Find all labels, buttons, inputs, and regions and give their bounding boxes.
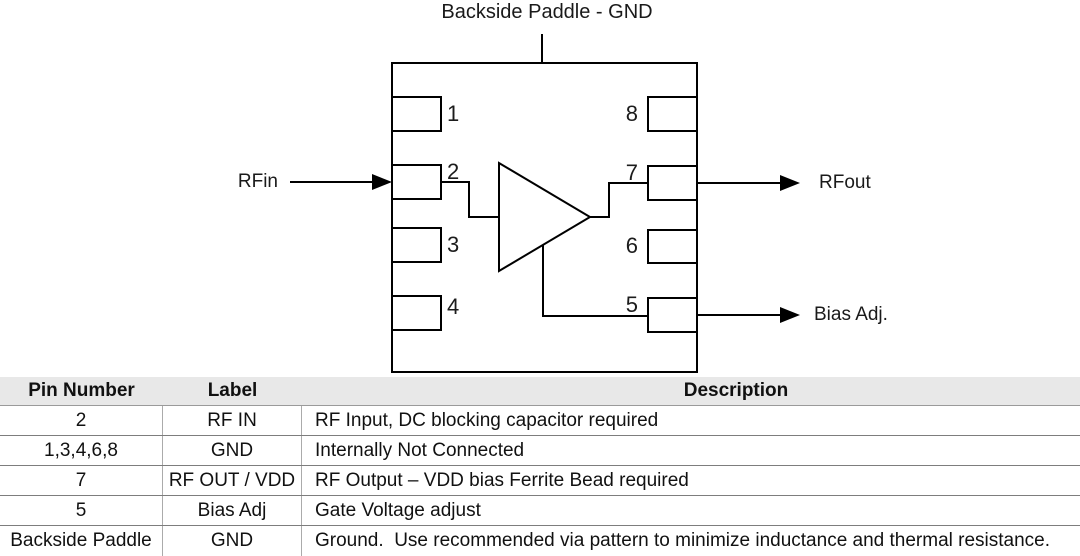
rfin-arrowhead-icon (372, 174, 392, 190)
table-row: 7 RF OUT / VDD RF Output – VDD bias Ferr… (0, 466, 1080, 496)
cell-pin-number: 2 (0, 406, 163, 435)
pin-1-pad (391, 96, 442, 132)
pin-4-number: 4 (447, 294, 460, 319)
header-label: Label (207, 380, 258, 401)
table-row: 2 RF IN RF Input, DC blocking capacitor … (0, 406, 1080, 436)
bias-arrowhead-icon (780, 307, 800, 323)
cell-label: GND (163, 526, 302, 556)
cell-label: RF IN (163, 406, 302, 435)
cell-label: GND (163, 436, 302, 465)
pin-4-pad (391, 295, 442, 331)
header-description: Description (683, 380, 789, 401)
rfout-label: RFout (819, 172, 871, 193)
cell-description: Ground. Use recommended via pattern to m… (315, 530, 1051, 551)
backside-paddle-gnd-label: Backside Paddle - GND (441, 1, 653, 23)
chip-body (391, 62, 698, 373)
cell-pin-number: 5 (0, 496, 163, 525)
pin-5-pad (647, 297, 698, 333)
amplifier-triangle (498, 161, 592, 273)
pin-6-pad (647, 229, 698, 264)
cell-description: Internally Not Connected (315, 439, 525, 461)
table-row: Backside Paddle GND Ground. Use recommen… (0, 526, 1080, 556)
pin-6-number: 6 (625, 233, 638, 258)
header-pin-number: Pin Number (28, 380, 135, 401)
wire-amp-to-pin7 (590, 182, 648, 218)
pin-5-number: 5 (625, 292, 638, 317)
pin-2-pad (391, 164, 442, 200)
table-row: 5 Bias Adj Gate Voltage adjust (0, 496, 1080, 526)
pin-3-pad (391, 227, 442, 263)
cell-pin-number: 1,3,4,6,8 (0, 436, 163, 465)
pin-3-number: 3 (447, 232, 460, 257)
table-row: 1,3,4,6,8 GND Internally Not Connected (0, 436, 1080, 466)
pin-2-number: 2 (447, 159, 460, 184)
pin-8-pad (647, 96, 698, 132)
cell-label: Bias Adj (163, 496, 302, 525)
table-header-row: Pin Number Label Description (0, 377, 1080, 406)
bias-adj-label: Bias Adj. (814, 304, 888, 325)
rfin-label: RFin (237, 171, 278, 192)
cell-pin-number: Backside Paddle (0, 526, 163, 556)
wire-pin2-to-amp (441, 181, 499, 218)
pin-7-number: 7 (625, 160, 638, 185)
pin-description-table: Pin Number Label Description 2 RF IN RF … (0, 377, 1080, 556)
cell-description: Gate Voltage adjust (315, 499, 481, 521)
pin-1-number: 1 (447, 101, 460, 126)
cell-description: RF Input, DC blocking capacitor required (315, 409, 659, 431)
pin-7-pad (647, 165, 698, 201)
rfout-arrowhead-icon (780, 175, 800, 191)
pin-8-number: 8 (625, 101, 638, 126)
cell-pin-number: 7 (0, 466, 163, 495)
cell-description: RF Output – VDD bias Ferrite Bead requir… (315, 469, 689, 491)
cell-label: RF OUT / VDD (163, 466, 302, 495)
